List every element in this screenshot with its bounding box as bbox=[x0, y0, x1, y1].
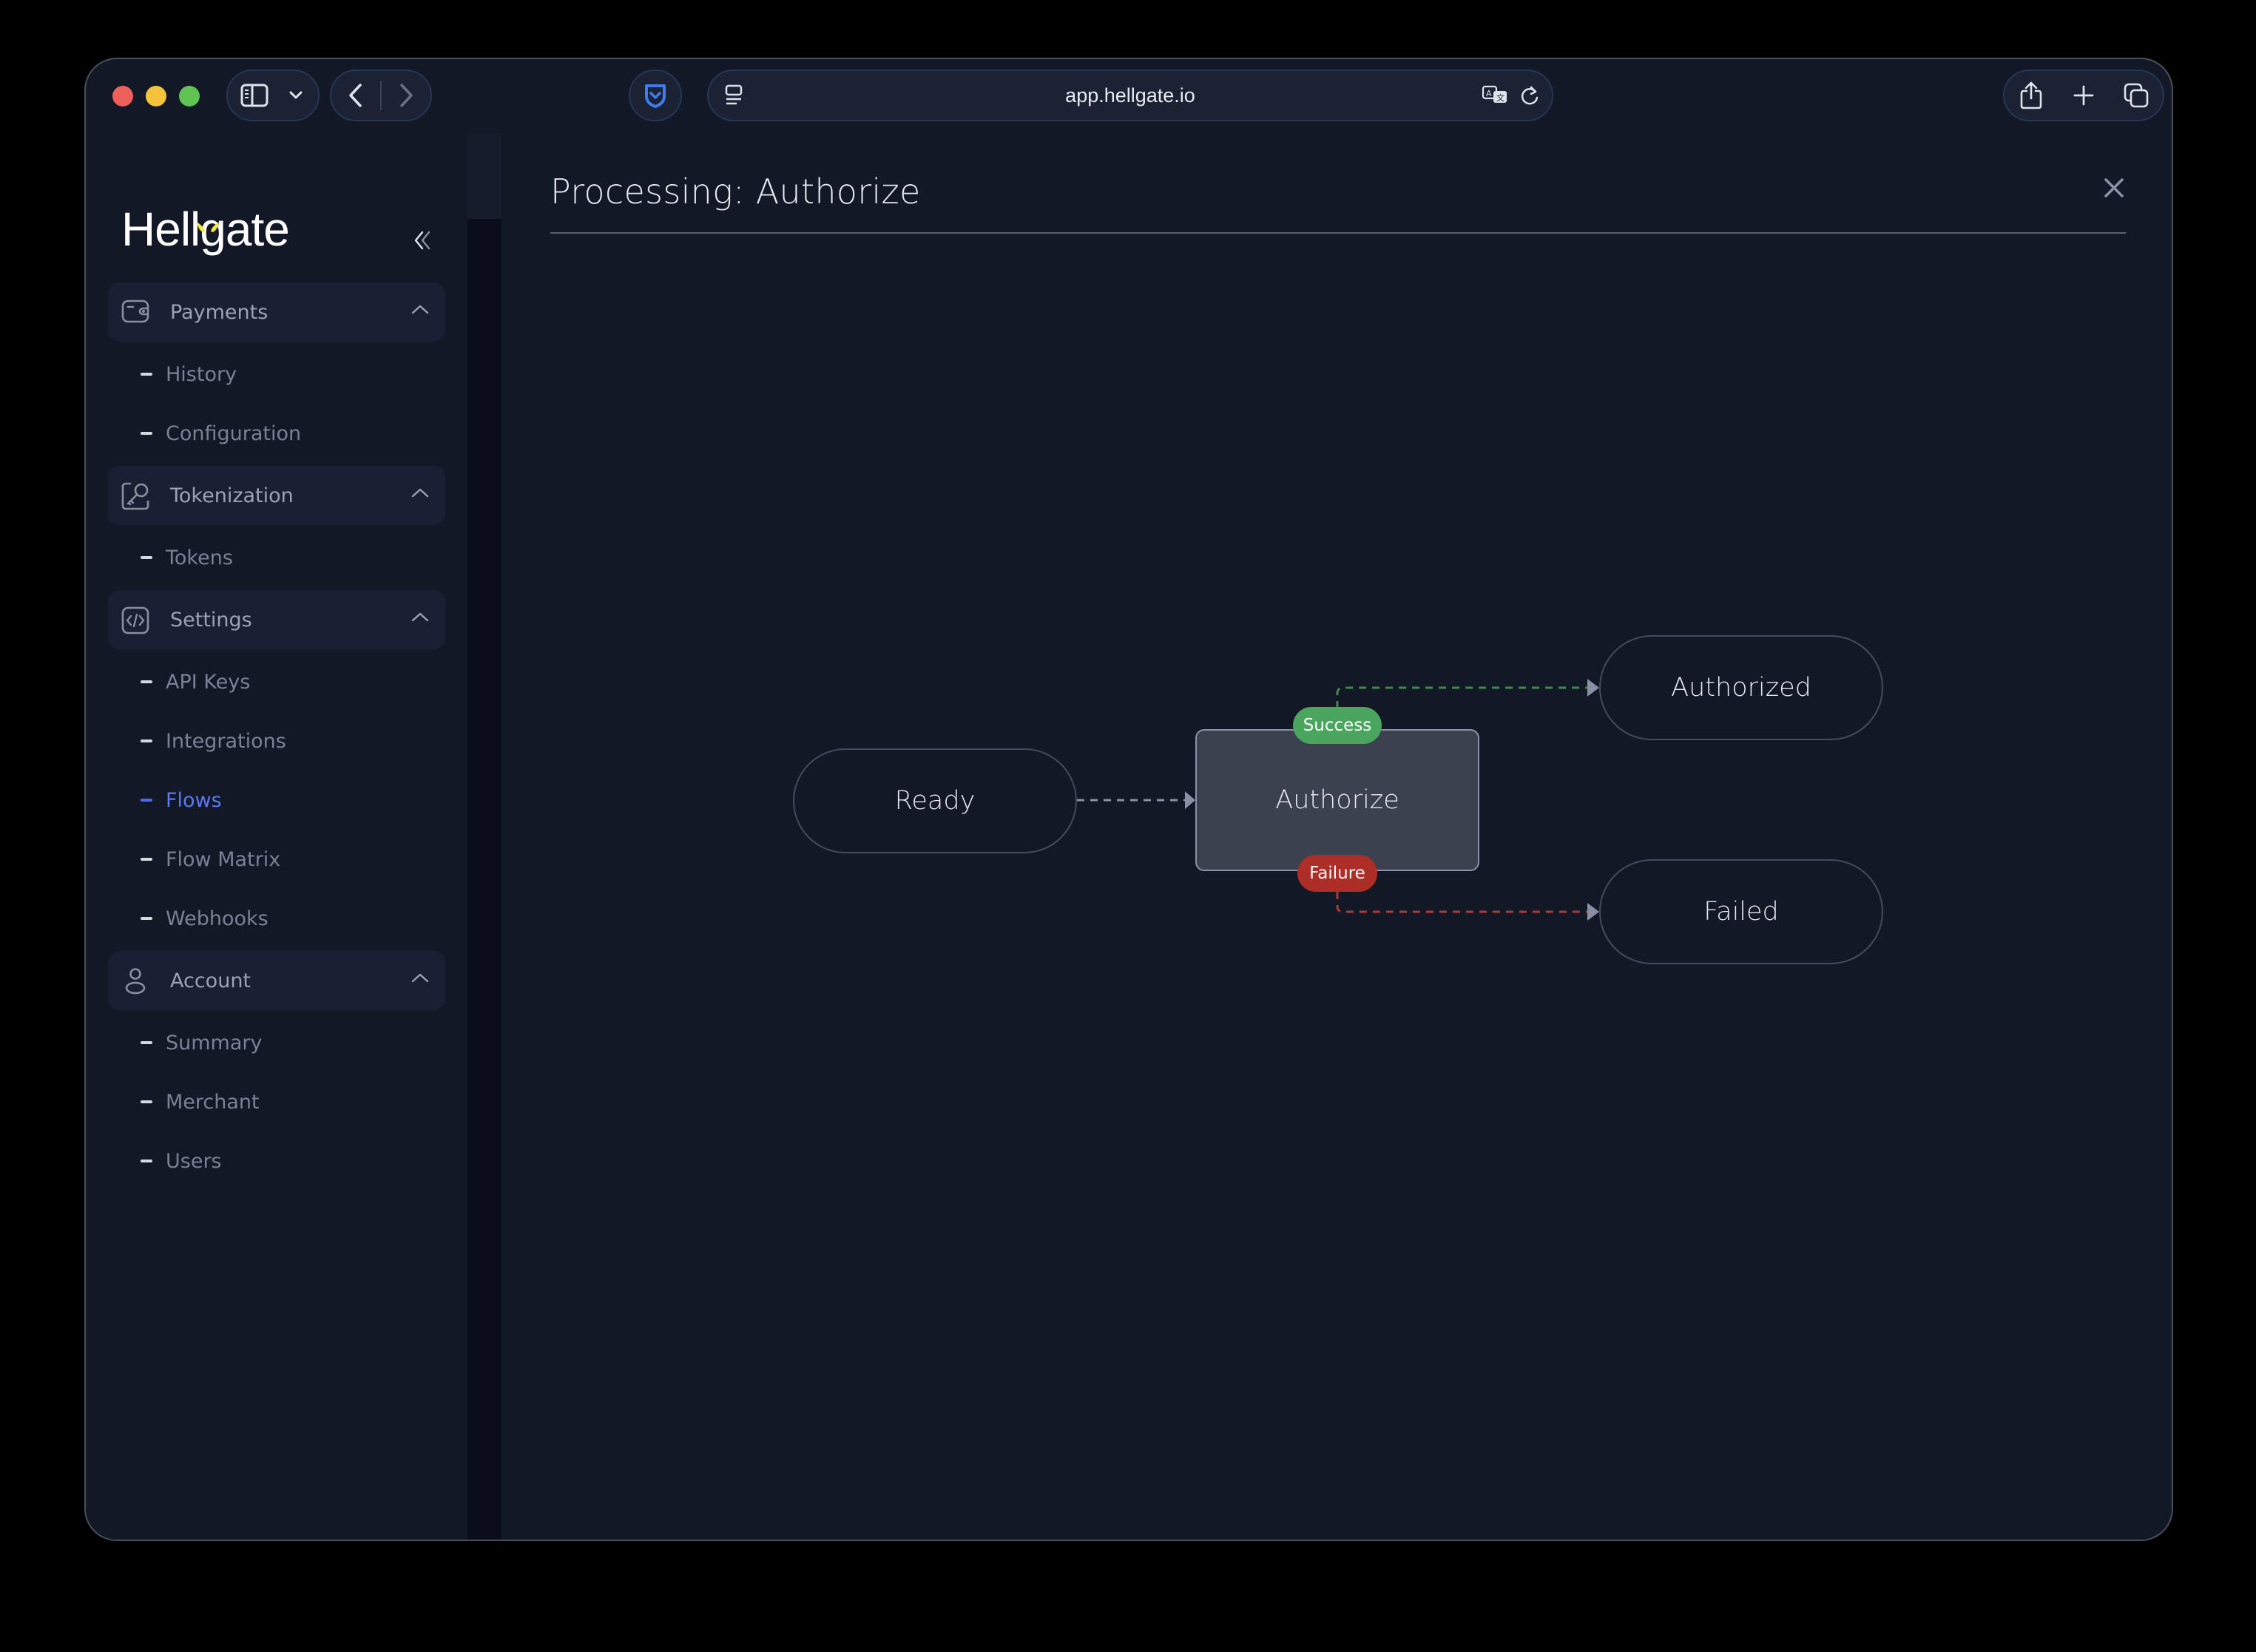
svg-text:A: A bbox=[1486, 89, 1492, 98]
reader-icon[interactable] bbox=[719, 71, 749, 120]
chevron-down-icon[interactable] bbox=[281, 71, 311, 120]
sidebar-item-label: Tokens bbox=[166, 546, 233, 569]
plus-icon[interactable] bbox=[2063, 71, 2104, 120]
sidebar-item-integrations[interactable]: Integrations bbox=[141, 726, 286, 756]
sidebar-group-payments[interactable]: Payments bbox=[108, 282, 445, 342]
flow-node-ready[interactable]: Ready bbox=[793, 748, 1077, 853]
dash-icon bbox=[141, 739, 152, 742]
nav-divider bbox=[380, 81, 382, 110]
sidebar-group-label: Account bbox=[170, 969, 251, 992]
sidebar-group-settings[interactable]: Settings bbox=[108, 590, 445, 649]
svg-text:文: 文 bbox=[1496, 92, 1504, 103]
close-icon[interactable] bbox=[2099, 173, 2129, 203]
sidebar-item-merchant[interactable]: Merchant bbox=[141, 1087, 260, 1117]
dash-icon bbox=[141, 1160, 152, 1162]
code-icon bbox=[121, 606, 149, 634]
minimize-window-button[interactable] bbox=[146, 86, 166, 106]
dash-icon bbox=[141, 1041, 152, 1044]
failure-outcome-badge[interactable]: Failure bbox=[1297, 855, 1377, 892]
close-window-button[interactable] bbox=[112, 86, 133, 106]
sidebar-item-label: Summary bbox=[166, 1031, 263, 1054]
dash-icon bbox=[141, 373, 152, 376]
sidebar: Hellgate Payments History Configuration bbox=[86, 133, 467, 1540]
shield-extension-button[interactable] bbox=[629, 70, 682, 121]
flow-node-authorized[interactable]: Authorized bbox=[1599, 635, 1883, 740]
sidebar-item-label: Webhooks bbox=[166, 907, 269, 930]
dash-icon bbox=[141, 917, 152, 920]
sidebar-group-label: Settings bbox=[170, 608, 252, 632]
dash-icon bbox=[141, 858, 152, 861]
sidebar-item-flows[interactable]: Flows bbox=[141, 785, 222, 815]
success-outcome-badge[interactable]: Success bbox=[1293, 707, 1382, 744]
underlying-page-strip bbox=[467, 133, 501, 219]
sidebar-item-label: History bbox=[166, 362, 237, 386]
sidebar-item-users[interactable]: Users bbox=[141, 1146, 222, 1176]
sidebar-toggle-group bbox=[226, 70, 320, 121]
sidebar-item-flow-matrix[interactable]: Flow Matrix bbox=[141, 844, 280, 874]
logo-text: Hellgate bbox=[121, 203, 290, 256]
sidebar-item-label: Users bbox=[166, 1149, 222, 1173]
sidebar-item-tokens[interactable]: Tokens bbox=[141, 543, 233, 572]
dash-icon bbox=[141, 432, 152, 435]
shield-check-icon bbox=[644, 83, 666, 108]
sidebar-item-label: API Keys bbox=[166, 670, 251, 694]
chevron-up-icon bbox=[411, 972, 429, 986]
node-label: Authorize bbox=[1275, 785, 1399, 815]
sidebar-item-label: Integrations bbox=[166, 729, 286, 753]
badge-label: Failure bbox=[1309, 864, 1365, 883]
tab-actions-group bbox=[2003, 70, 2164, 121]
key-icon bbox=[121, 482, 149, 510]
dash-icon bbox=[141, 1100, 152, 1103]
share-icon[interactable] bbox=[2010, 71, 2052, 120]
sidebar-item-configuration[interactable]: Configuration bbox=[141, 419, 301, 448]
chevron-up-icon bbox=[411, 303, 429, 317]
sidebar-item-label: Flow Matrix bbox=[166, 847, 281, 871]
modal-title: Processing: Authorize bbox=[550, 172, 921, 211]
sidebar-group-tokenization[interactable]: Tokenization bbox=[108, 466, 445, 525]
navigation-group bbox=[330, 70, 432, 121]
dash-icon bbox=[141, 556, 152, 559]
sidebar-item-history[interactable]: History bbox=[141, 359, 237, 389]
zoom-window-button[interactable] bbox=[179, 86, 200, 106]
chevron-left-icon[interactable] bbox=[331, 71, 380, 120]
dash-icon bbox=[141, 799, 152, 802]
sidebar-group-label: Tokenization bbox=[170, 484, 294, 507]
reload-icon[interactable] bbox=[1515, 71, 1544, 120]
modal-backdrop-strip bbox=[467, 219, 501, 1540]
node-label: Authorized bbox=[1671, 673, 1811, 703]
flow-node-failed[interactable]: Failed bbox=[1599, 859, 1883, 964]
chevron-up-icon bbox=[411, 487, 429, 501]
modal-divider bbox=[550, 232, 2126, 234]
logo-horns-icon bbox=[195, 195, 220, 243]
chevron-right-icon[interactable] bbox=[382, 71, 430, 120]
chevron-up-icon bbox=[411, 611, 429, 625]
double-chevron-left-icon[interactable] bbox=[404, 222, 441, 259]
sidebar-icon[interactable] bbox=[228, 71, 281, 120]
node-label: Failed bbox=[1703, 897, 1779, 927]
sidebar-item-webhooks[interactable]: Webhooks bbox=[141, 904, 269, 933]
sidebar-item-summary[interactable]: Summary bbox=[141, 1028, 262, 1057]
sidebar-item-label: Merchant bbox=[166, 1090, 260, 1114]
badge-label: Success bbox=[1303, 716, 1372, 735]
flow-node-authorize[interactable]: Authorize bbox=[1195, 729, 1479, 871]
sidebar-group-label: Payments bbox=[170, 300, 269, 324]
sidebar-item-api-keys[interactable]: API Keys bbox=[141, 667, 250, 697]
dash-icon bbox=[141, 680, 152, 683]
hellgate-logo[interactable]: Hellgate bbox=[121, 203, 290, 256]
sidebar-item-label: Configuration bbox=[166, 422, 302, 445]
user-icon bbox=[121, 967, 149, 995]
sidebar-group-account[interactable]: Account bbox=[108, 951, 445, 1010]
sidebar-item-label: Flows bbox=[166, 788, 222, 812]
tabs-icon[interactable] bbox=[2115, 71, 2157, 120]
url-text[interactable]: app.hellgate.io bbox=[1065, 84, 1195, 106]
wallet-icon bbox=[121, 299, 149, 327]
node-label: Ready bbox=[894, 786, 976, 816]
